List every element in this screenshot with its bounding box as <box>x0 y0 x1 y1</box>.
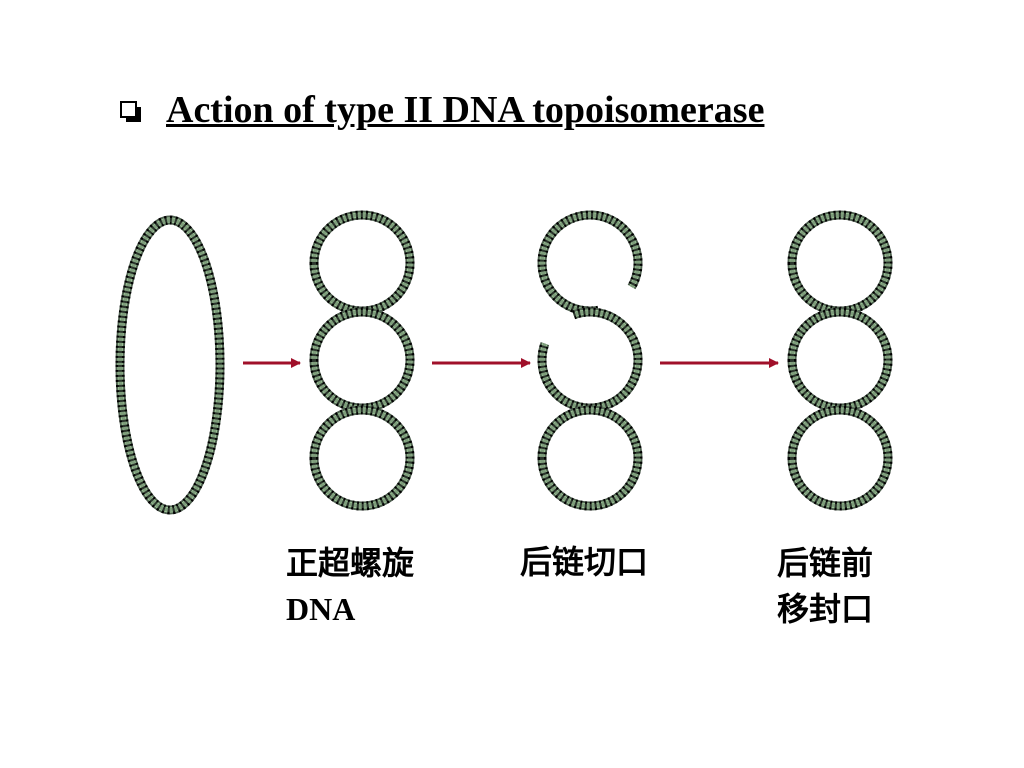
nicked-loop-bottom <box>537 405 643 511</box>
label-line: 正超螺旋 <box>286 544 415 582</box>
label-strand-nick: 后链切口 <box>520 539 648 585</box>
resealed-loop <box>787 405 893 511</box>
resealed-loop <box>787 210 893 316</box>
label-line: DNA <box>286 591 356 627</box>
label-strand-pass-reseal: 后链前 移封口 <box>777 540 873 632</box>
relaxed-dna-loop <box>115 215 225 515</box>
label-line: 移封口 <box>777 590 874 628</box>
label-positive-supercoil: 正超螺旋 DNA <box>286 540 414 632</box>
supercoil-loop <box>309 405 415 511</box>
label-line: 后链切口 <box>520 543 649 581</box>
label-line: 后链前 <box>777 544 874 582</box>
nicked-loop-top <box>537 210 643 316</box>
slide-title: Action of type II DNA topoisomerase <box>166 89 765 131</box>
resealed-loop <box>787 307 893 413</box>
square-bullet-icon <box>120 101 141 122</box>
supercoil-loop <box>309 210 415 316</box>
supercoil-loop <box>309 307 415 413</box>
nicked-loop-middle <box>537 307 643 413</box>
